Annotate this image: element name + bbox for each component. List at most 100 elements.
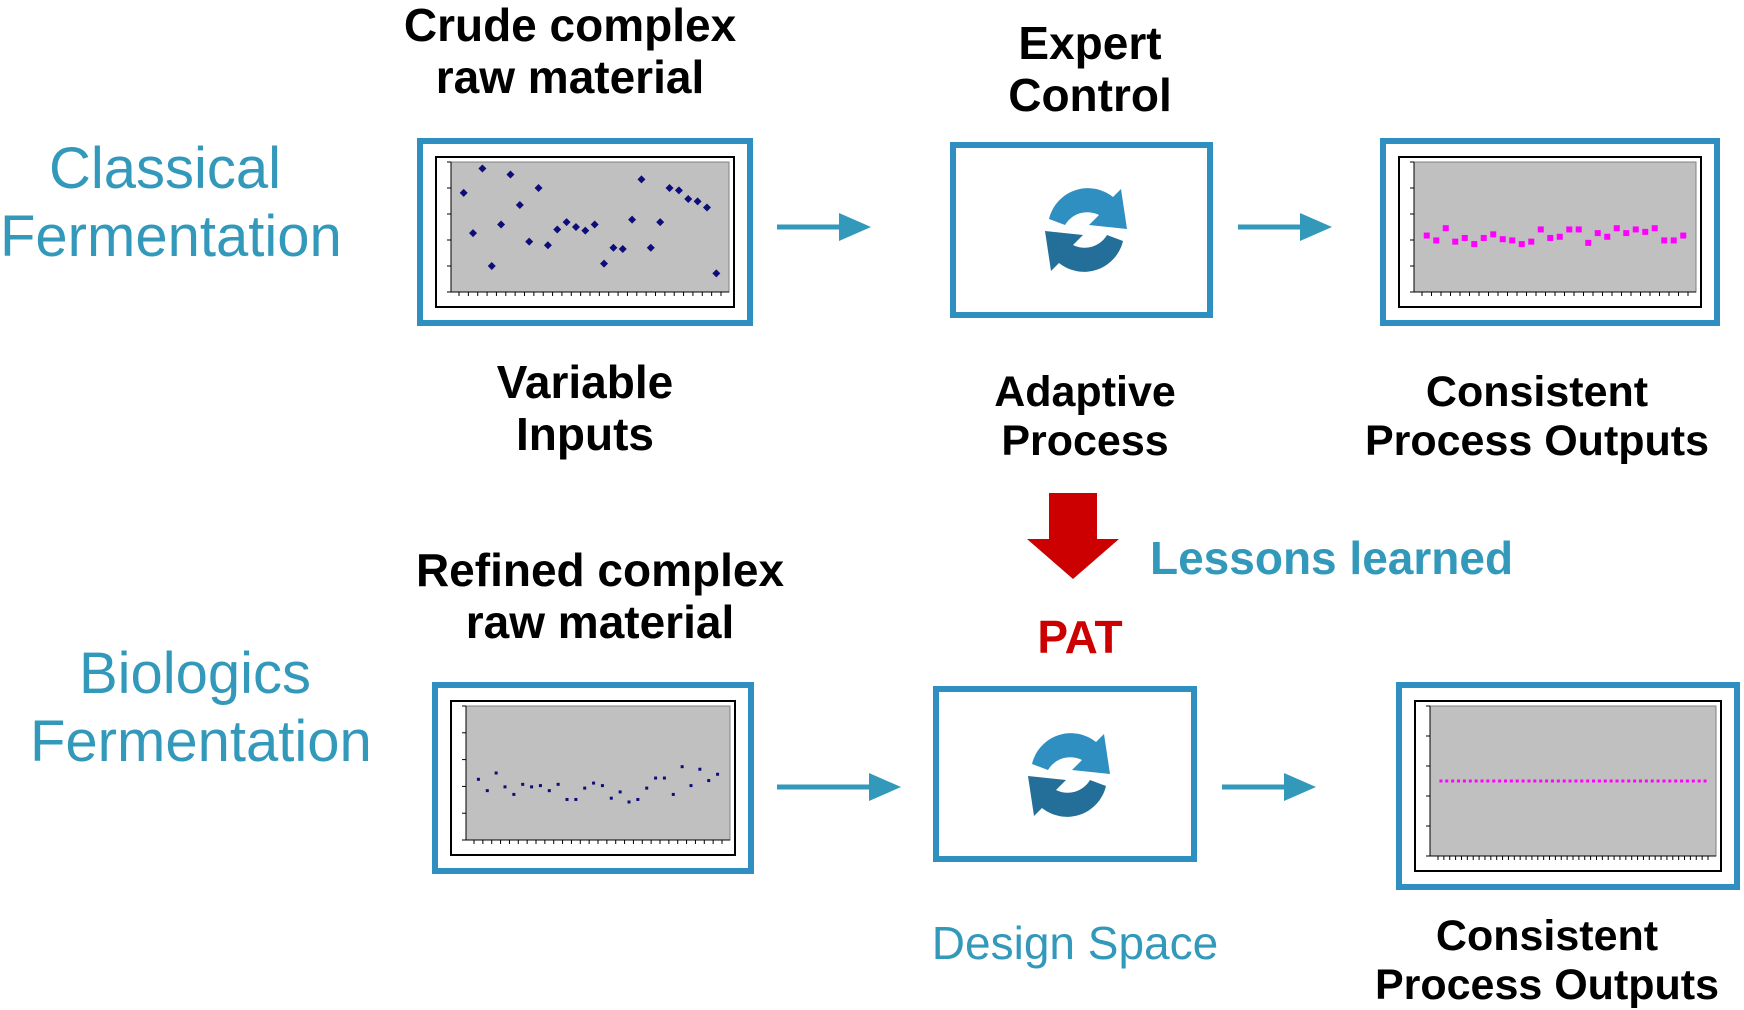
data-point bbox=[1490, 231, 1497, 238]
cycle-arrow-lower bbox=[1045, 231, 1123, 272]
data-point bbox=[538, 784, 542, 788]
data-point bbox=[707, 779, 711, 783]
data-point bbox=[1433, 237, 1440, 244]
data-point bbox=[1423, 232, 1430, 239]
data-point bbox=[1670, 237, 1677, 244]
data-point bbox=[487, 262, 496, 271]
data-point bbox=[1680, 232, 1687, 239]
data-point bbox=[618, 244, 627, 253]
data-point bbox=[1492, 779, 1496, 783]
data-point bbox=[689, 784, 693, 788]
biologics-fermentation-label: Biologics Fermentation bbox=[30, 640, 372, 777]
data-point bbox=[674, 186, 683, 195]
data-point bbox=[1668, 779, 1672, 783]
classical-label-line1: Classical bbox=[48, 136, 282, 201]
data-point bbox=[637, 175, 646, 184]
variable-inputs-caption: Variable Inputs bbox=[400, 356, 770, 461]
data-point bbox=[1445, 779, 1449, 783]
data-point bbox=[628, 215, 637, 224]
cycle-arrow-lower bbox=[1028, 776, 1106, 817]
refined-title-line2: raw material bbox=[465, 595, 735, 648]
data-point bbox=[1457, 779, 1461, 783]
data-point bbox=[1575, 226, 1582, 233]
data-point bbox=[645, 786, 649, 790]
data-point bbox=[534, 183, 543, 192]
design-space-box bbox=[933, 686, 1197, 862]
consistent-outputs-plot-classical bbox=[1398, 156, 1702, 308]
data-point bbox=[1461, 234, 1468, 241]
consistent-caption-line1: Consistent bbox=[1425, 368, 1649, 416]
data-point bbox=[618, 790, 622, 794]
data-point bbox=[459, 188, 468, 197]
refined-raw-material-title: Refined complex raw material bbox=[380, 544, 820, 649]
data-point bbox=[1471, 241, 1478, 248]
data-point bbox=[485, 789, 489, 793]
data-point bbox=[1661, 237, 1668, 244]
classical-fermentation-label: Classical Fermentation bbox=[0, 135, 342, 272]
data-point bbox=[521, 782, 525, 786]
data-point bbox=[627, 800, 631, 804]
data-point bbox=[503, 785, 507, 789]
data-point bbox=[1550, 779, 1554, 783]
pat-title: PAT bbox=[1037, 611, 1123, 663]
design-space-caption: Design Space bbox=[931, 917, 1219, 969]
variable-inputs-plot bbox=[435, 156, 735, 308]
data-point bbox=[1468, 779, 1472, 783]
data-point bbox=[1586, 779, 1590, 783]
data-point bbox=[671, 792, 675, 796]
data-point bbox=[1697, 779, 1701, 783]
cycle-arrows-icon bbox=[1028, 733, 1110, 817]
data-point bbox=[646, 243, 655, 252]
data-point bbox=[574, 797, 578, 801]
data-point bbox=[1580, 779, 1584, 783]
right-arrow-icon bbox=[1222, 773, 1316, 801]
expert-control-line1: Expert bbox=[1018, 17, 1162, 69]
consistent-outputs-panel-biologics bbox=[1396, 682, 1740, 890]
data-point bbox=[654, 776, 658, 780]
data-point bbox=[530, 785, 534, 789]
data-point bbox=[1613, 225, 1620, 232]
plot-area bbox=[450, 161, 730, 293]
crude-title-line2: raw material bbox=[435, 50, 705, 103]
data-point bbox=[1609, 779, 1613, 783]
data-point bbox=[656, 218, 665, 227]
data-point bbox=[543, 241, 552, 250]
data-point bbox=[1639, 779, 1642, 783]
data-point bbox=[1452, 238, 1459, 245]
data-point bbox=[1566, 226, 1573, 233]
classical-label-line2: Fermentation bbox=[0, 204, 342, 270]
data-point bbox=[1509, 237, 1516, 244]
data-point bbox=[698, 767, 702, 771]
data-point bbox=[1685, 779, 1689, 783]
data-point bbox=[1615, 779, 1619, 783]
biologics-consistent-line1: Consistent bbox=[1435, 912, 1659, 960]
data-point bbox=[1486, 779, 1490, 783]
data-point bbox=[581, 226, 590, 235]
data-point bbox=[590, 220, 599, 229]
data-point bbox=[1509, 779, 1513, 783]
data-point bbox=[702, 203, 711, 212]
data-point bbox=[515, 201, 524, 210]
data-point bbox=[1537, 226, 1544, 233]
down-arrow-icon bbox=[1027, 493, 1119, 579]
refined-inputs-chart bbox=[462, 705, 731, 844]
crude-title-line1: Crude complex bbox=[403, 0, 737, 51]
data-point bbox=[600, 784, 604, 788]
data-point bbox=[469, 229, 478, 238]
data-point bbox=[1528, 238, 1535, 245]
data-point bbox=[1585, 239, 1592, 246]
data-point bbox=[1604, 233, 1611, 240]
data-point bbox=[1592, 779, 1596, 783]
data-point bbox=[553, 225, 562, 234]
variable-caption-line2: Inputs bbox=[516, 407, 654, 460]
data-point bbox=[1568, 779, 1572, 783]
data-point bbox=[1462, 779, 1466, 783]
adaptive-caption-line2: Process bbox=[1001, 416, 1169, 465]
data-point bbox=[525, 237, 534, 246]
data-point bbox=[592, 781, 596, 785]
data-point bbox=[1451, 779, 1455, 783]
plot-area bbox=[1413, 161, 1697, 293]
refined-inputs-panel bbox=[432, 682, 754, 874]
expert-control-title: Expert Control bbox=[920, 17, 1260, 122]
data-point bbox=[1632, 226, 1639, 233]
